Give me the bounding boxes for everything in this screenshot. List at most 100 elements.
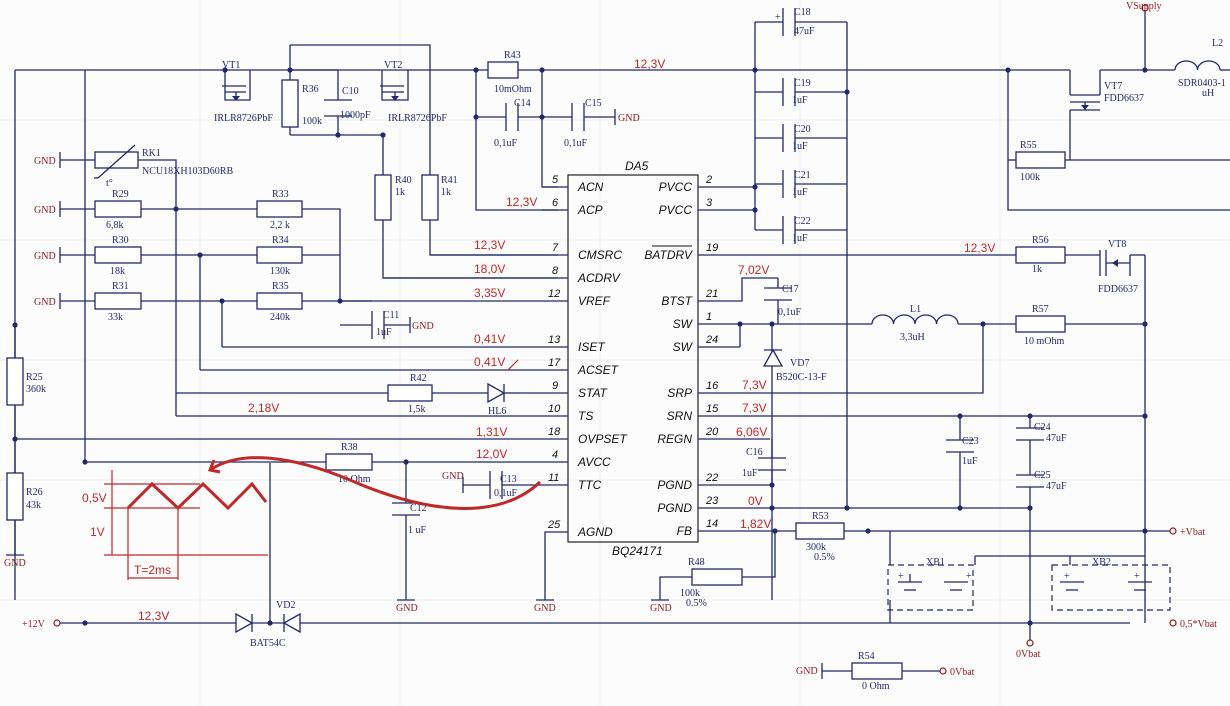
vbat-port[interactable] (1169, 527, 1177, 535)
ic-da5[interactable]: DA5 BQ24171 ACN ACP CMSRC ACDRV VREF ISE… (547, 159, 719, 558)
vsupply-label: VSupply (1126, 1, 1162, 12)
c19-val: 1uF (792, 95, 808, 106)
c12-val: 1 uF (408, 525, 427, 536)
resistor-r41[interactable] (421, 174, 439, 221)
pin-pgnd2-name: PGND (657, 501, 692, 515)
mosfet-vt2[interactable] (380, 85, 404, 101)
l2-val: uH (1202, 88, 1214, 99)
capacitor-c24[interactable] (1016, 427, 1044, 441)
capacitor-c22[interactable] (782, 216, 796, 244)
capacitors: C10 1000pF C14 0,1uF C15 0,1uF C11 1uF C… (324, 7, 1067, 536)
wave-amp-base: 1V (90, 525, 105, 539)
resistor-r55[interactable] (1015, 151, 1066, 169)
pin-acset-name: ACSET (577, 363, 620, 377)
zero-vbat2-port[interactable] (939, 667, 947, 675)
mosfet-vt7[interactable] (1070, 94, 1100, 111)
resistor-r30[interactable] (94, 246, 142, 264)
inductor-l2[interactable] (1174, 60, 1221, 71)
pin-ovpset-name: OVPSET (578, 432, 628, 446)
capacitor-c14[interactable] (505, 103, 519, 131)
diode-vd2[interactable] (235, 612, 301, 634)
pin-acn-name: ACN (577, 180, 604, 194)
resistor-r38[interactable] (325, 453, 373, 471)
diode-vd7[interactable] (762, 348, 784, 367)
resistor-r34[interactable] (256, 246, 303, 264)
half-vbat-port[interactable] (1169, 619, 1177, 627)
gnd-label-r29: GND (34, 205, 56, 216)
resistor-r25[interactable] (6, 357, 24, 406)
r42-val: 1,5k (408, 404, 426, 415)
pin-cmsrc-num: 7 (552, 242, 559, 254)
vt7-part: FDD6637 (1104, 93, 1144, 104)
c17-ref: C17 (782, 284, 799, 295)
pin-vref-name: VREF (578, 294, 611, 308)
resistor-r40[interactable] (374, 174, 392, 221)
vt1-part: IRLR8726PbF (214, 113, 273, 124)
gnd-label-c15: GND (618, 113, 640, 124)
zero-vbat-label: 0Vbat (1016, 649, 1041, 660)
v-fb: 1,82V (740, 517, 771, 531)
resistor-r26[interactable] (6, 472, 24, 521)
resistor-r36[interactable] (281, 79, 299, 128)
zero-vbat-port[interactable] (1026, 639, 1034, 647)
r30-val: 18k (110, 266, 125, 277)
c16-val: 1uF (742, 468, 758, 479)
resistor-r43[interactable] (487, 61, 519, 79)
resistor-r56[interactable] (1015, 246, 1066, 264)
connector-xb2[interactable] (1051, 564, 1171, 611)
pin-ovpset-num: 18 (548, 426, 561, 438)
resistor-r35[interactable] (256, 292, 303, 310)
pin-acp-num: 6 (552, 197, 559, 209)
c23-val: 1uF (962, 456, 978, 467)
pin-batdrv-num: 19 (706, 242, 718, 254)
capacitor-c10[interactable] (324, 99, 352, 117)
resistor-r42[interactable] (387, 384, 433, 402)
resistor-r29[interactable] (94, 200, 142, 218)
resistor-r48[interactable] (691, 568, 743, 586)
capacitor-c11[interactable] (371, 311, 385, 339)
r33-ref: R33 (272, 189, 289, 200)
r43-val: 10mOhm (494, 84, 532, 95)
v-acdrv: 18,0V (474, 262, 505, 276)
resistor-r54[interactable] (851, 662, 903, 680)
capacitor-c19[interactable] (782, 78, 796, 106)
mosfet-vt1[interactable] (222, 85, 246, 101)
connector-xb1[interactable] (887, 564, 974, 611)
capacitor-c17[interactable] (764, 287, 792, 301)
pin-pvcc1-num: 2 (705, 174, 712, 186)
capacitor-c15[interactable] (571, 103, 585, 131)
resistor-r33[interactable] (256, 200, 303, 218)
l2-part: SDR0403-1 (1178, 78, 1226, 89)
mosfet-vt8[interactable] (1099, 250, 1131, 276)
pin-sw2-name: SW (673, 340, 694, 354)
l2-ref: L2 (1212, 38, 1223, 49)
thermistor-rk1[interactable] (94, 144, 139, 179)
vsupply-port[interactable] (1141, 4, 1149, 12)
half-vbat-label: 0,5*Vbat (1180, 619, 1217, 630)
p12v-port[interactable] (53, 619, 61, 627)
resistor-r31[interactable] (94, 292, 142, 310)
r30-ref: R30 (112, 235, 129, 246)
capacitor-c20[interactable] (782, 124, 796, 152)
capacitor-c18[interactable] (782, 8, 796, 36)
c23-ref: C23 (962, 436, 979, 447)
l1-val: 3,3uH (900, 332, 925, 343)
capacitor-c21[interactable] (782, 170, 796, 198)
r40-ref: R40 (395, 175, 412, 186)
led-hl6[interactable] (487, 382, 520, 404)
c18-val: 47uF (794, 26, 815, 37)
v-p12: 12,3V (138, 609, 169, 623)
capacitor-c25[interactable] (1016, 474, 1044, 488)
pin-pvcc2-num: 3 (706, 197, 713, 209)
c14-ref: C14 (514, 98, 531, 109)
pin-regn-name: REGN (657, 432, 692, 446)
pin-avcc-name: AVCC (577, 455, 611, 469)
c21-ref: C21 (794, 170, 811, 181)
resistor-r57[interactable] (1015, 315, 1066, 333)
v-pgnd: 0V (748, 494, 763, 508)
pin-pgnd1-name: PGND (657, 478, 692, 492)
inductor-l1[interactable] (871, 314, 959, 325)
r48-tol: 0.5% (686, 598, 707, 609)
capacitor-c23[interactable] (946, 439, 974, 453)
resistor-r53[interactable] (795, 522, 845, 540)
